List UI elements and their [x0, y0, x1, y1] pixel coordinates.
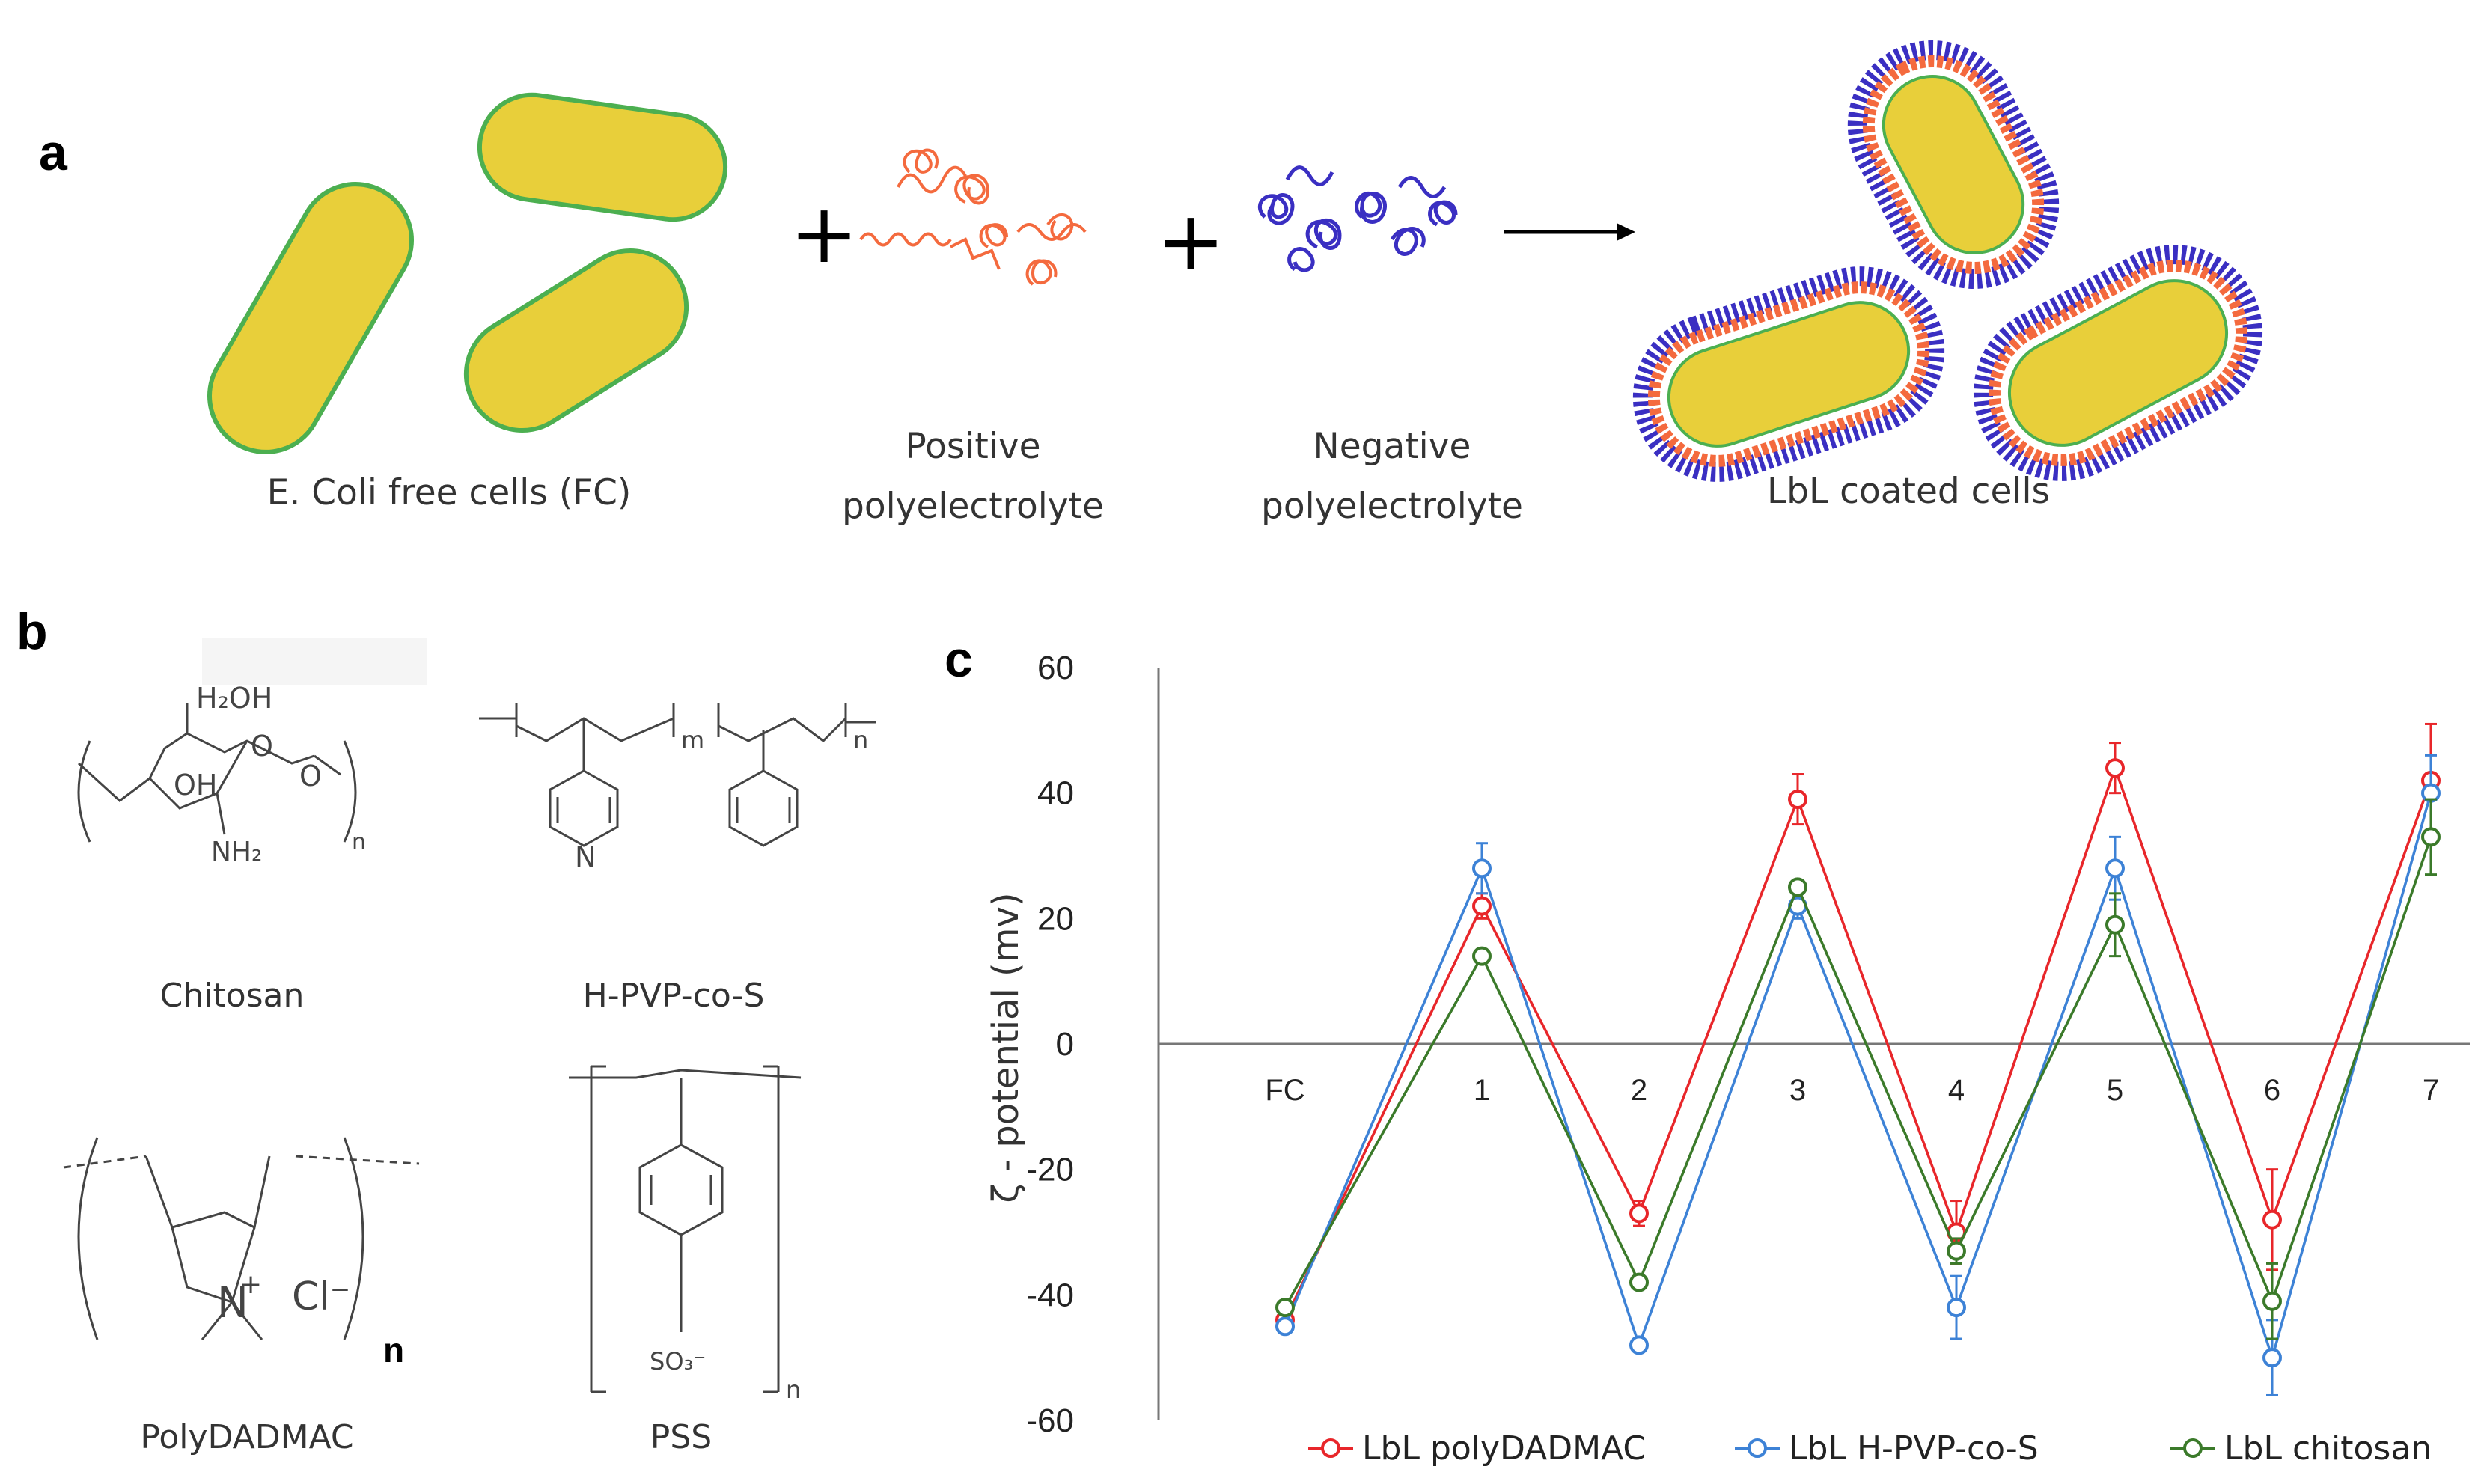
coated-cell-3 [1973, 245, 2263, 481]
data-point [1947, 1298, 1966, 1318]
x-tick-label: FC [1265, 1074, 1304, 1107]
data-point [1788, 790, 1807, 810]
chart-legend: LbL polyDADMAC LbL H-PVP-co-S LbL chitosan [1308, 1429, 2432, 1468]
y-tick-label: 20 [1037, 900, 1074, 937]
negative-polyelectrolyte-icon [1257, 165, 1458, 272]
panel-letter-a: a [39, 124, 67, 181]
data-point [2105, 758, 2125, 778]
data-point [1629, 1335, 1649, 1355]
x-tick-label: 4 [1948, 1074, 1965, 1107]
data-point [2105, 914, 2125, 935]
x-tick-label: 6 [2264, 1074, 2280, 1107]
data-point [1275, 1298, 1295, 1318]
pss-so3-text: SO₃⁻ [650, 1347, 706, 1375]
negative-polyelectrolyte-caption-line2: polyelectrolyte [1261, 486, 1523, 527]
plus-sign-1: + [790, 186, 858, 281]
y-tick-label: -40 [1026, 1277, 1074, 1313]
hpvp-label: H-PVP-co-S [582, 977, 765, 1015]
free-cell-2 [477, 92, 728, 222]
hpvp-m-subscript: m [681, 726, 704, 754]
dadmac-n-text: N [217, 1279, 248, 1328]
polydadmac-structure: N + Cl⁻ n [63, 1137, 420, 1370]
hpvp-n-subscript: n [853, 726, 868, 754]
chitosan-oh-text: OH [174, 769, 217, 801]
series-line [1284, 793, 2432, 1363]
coated-cells-caption: LbL coated cells [1766, 471, 2051, 512]
dadmac-n-subscript: n [383, 1331, 404, 1370]
series-line [1284, 763, 2432, 1321]
legend-swatch-marker [1321, 1438, 1340, 1458]
x-tick-label: 3 [1789, 1074, 1806, 1107]
panel-letter-b: b [16, 603, 48, 660]
legend-swatch-marker [2183, 1438, 2203, 1458]
dadmac-cl-text: Cl⁻ [292, 1274, 350, 1319]
legend-label: LbL chitosan [2224, 1429, 2432, 1468]
chitosan-structure: H₂OH OH O O NH₂ n [77, 638, 427, 867]
x-tick-label: 5 [2107, 1074, 2123, 1107]
pss-structure: SO₃⁻ n [569, 1065, 801, 1404]
chitosan-nh2-text: NH₂ [211, 837, 262, 867]
x-tick-label: 1 [1474, 1074, 1490, 1107]
data-point [2262, 1291, 2282, 1311]
reaction-arrow [1504, 223, 1635, 241]
y-tick-label: -60 [1026, 1402, 1074, 1439]
data-point [1788, 877, 1807, 897]
coated-cell-2 [1632, 266, 1945, 482]
legend-swatch-marker [1748, 1438, 1767, 1458]
series-line [1284, 836, 2432, 1308]
y-tick-label: 40 [1037, 775, 1074, 812]
positive-polyelectrolyte-icon [859, 148, 1087, 286]
data-point [2262, 1209, 2282, 1230]
chitosan-ring-o-text: O [251, 730, 273, 763]
pyridine-n-text: N [575, 840, 596, 873]
legend-label: LbL polyDADMAC [1362, 1429, 1646, 1468]
data-point [2421, 827, 2441, 847]
data-point [2262, 1348, 2282, 1368]
y-axis-label: ζ - potential (mv) [985, 892, 1027, 1203]
x-tick-label: 2 [1631, 1074, 1647, 1107]
coated-cell-1 [1847, 40, 2060, 289]
data-point [1472, 896, 1492, 916]
data-point [1947, 1241, 1966, 1261]
data-point [1629, 1203, 1649, 1224]
data-point [1472, 946, 1492, 966]
chitosan-bridge-o-text: O [299, 760, 322, 793]
x-tick-label: 7 [2423, 1074, 2439, 1107]
legend-label: LbL H-PVP-co-S [1789, 1429, 2039, 1468]
negative-polyelectrolyte-caption-line1: Negative [1313, 426, 1471, 467]
positive-polyelectrolyte-caption-line1: Positive [905, 426, 1041, 467]
y-tick-label: 60 [1037, 650, 1074, 686]
data-point [1275, 1316, 1295, 1337]
y-tick-label: 0 [1056, 1026, 1074, 1063]
chitosan-n-subscript: n [352, 829, 366, 855]
positive-polyelectrolyte-caption-line2: polyelectrolyte [842, 486, 1104, 527]
data-point [1629, 1272, 1649, 1292]
hpvp-structure: N m n [479, 703, 876, 873]
data-point [1472, 858, 1492, 879]
panel-letter-c: c [945, 631, 973, 688]
chitosan-h2oh-text: H₂OH [196, 682, 272, 715]
free-cells-caption: E. Coli free cells (FC) [266, 472, 632, 513]
plus-sign-2: + [1156, 193, 1225, 289]
dadmac-plus-text: + [239, 1269, 262, 1300]
chitosan-label: Chitosan [159, 977, 305, 1015]
polydadmac-label: PolyDADMAC [140, 1418, 354, 1456]
pss-label: PSS [650, 1418, 712, 1456]
free-cell-3 [463, 248, 689, 433]
pss-n-subscript: n [786, 1375, 801, 1404]
data-point [2105, 858, 2125, 879]
free-cell-1 [207, 182, 414, 454]
y-tick-label: -20 [1026, 1152, 1074, 1188]
